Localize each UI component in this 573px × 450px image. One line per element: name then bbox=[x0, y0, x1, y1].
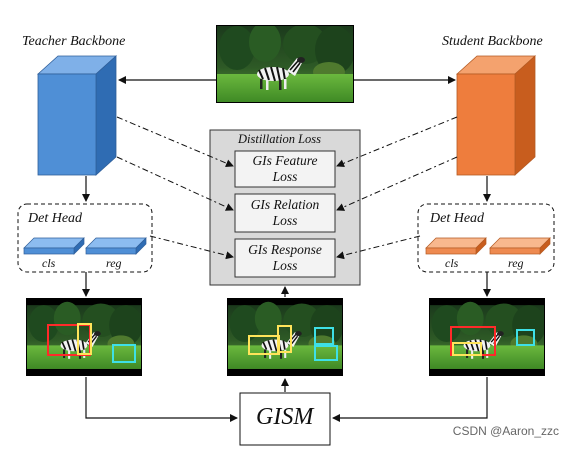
student-reg-slab bbox=[489, 237, 551, 255]
arrow-student-to-gism bbox=[332, 377, 488, 422]
student-backbone-label: Student Backbone bbox=[442, 34, 543, 49]
connector-student-relation bbox=[336, 156, 458, 211]
watermark: CSDN @Aaron_zzc bbox=[452, 424, 559, 438]
gis-response-loss-box bbox=[234, 238, 336, 278]
input-image bbox=[216, 25, 354, 103]
gis-relation-loss-box bbox=[234, 193, 336, 233]
student-backbone-cube bbox=[455, 55, 537, 176]
teacher-det-head-box bbox=[17, 203, 153, 273]
gis-feature-loss-box bbox=[234, 150, 336, 188]
arrow-teacher-to-gism bbox=[85, 377, 238, 422]
gism-image bbox=[227, 298, 343, 376]
teacher-cls-label: cls bbox=[42, 256, 56, 270]
teacher-reg-label: reg bbox=[106, 256, 122, 270]
connector-student-response bbox=[336, 235, 421, 260]
gism-box bbox=[239, 392, 331, 446]
student-result-image bbox=[429, 298, 545, 376]
teacher-det-head-label: Det Head bbox=[28, 211, 83, 226]
distillation-loss-title: Distillation Loss bbox=[238, 132, 322, 146]
student-cls-label: cls bbox=[445, 256, 459, 270]
teacher-reg-slab bbox=[85, 237, 147, 255]
teacher-backbone-label: Teacher Backbone bbox=[22, 34, 126, 49]
student-cls-slab bbox=[425, 237, 487, 255]
teacher-backbone-cube bbox=[36, 55, 118, 176]
connector-teacher-response bbox=[149, 235, 234, 260]
student-det-head-box bbox=[417, 203, 555, 273]
teacher-cls-slab bbox=[23, 237, 85, 255]
student-reg-label: reg bbox=[508, 256, 524, 270]
student-det-head-label: Det Head bbox=[430, 211, 485, 226]
gism-label: GISM bbox=[256, 404, 314, 430]
connector-student-feature bbox=[336, 116, 458, 168]
teacher-result-image bbox=[26, 298, 142, 376]
